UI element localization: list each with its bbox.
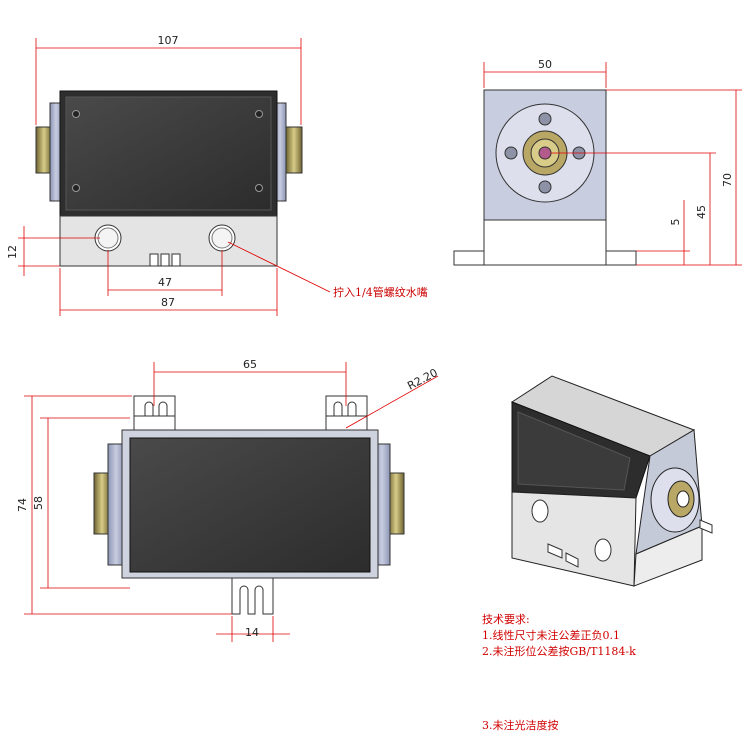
top-overall-label: 74 <box>16 498 29 512</box>
top-dimensions <box>24 362 439 642</box>
notes-line-1: 1.线性尺寸未注公差正负0.1 <box>482 629 620 642</box>
front-width-label: 107 <box>158 34 179 47</box>
front-height-label: 12 <box>6 245 19 259</box>
right-fitting <box>285 126 303 174</box>
front-body-panel <box>65 96 272 211</box>
side-height-label: 70 <box>721 173 734 187</box>
notes-line-3: 3.未注光洁度按 <box>482 719 559 732</box>
top-slot-pitch-label: 65 <box>243 358 257 371</box>
side-base-label: 5 <box>669 219 682 226</box>
top-slot-width-label: 14 <box>245 626 259 639</box>
notes-title: 技术要求: <box>482 613 530 626</box>
top-body-label: 58 <box>32 496 45 510</box>
iso-base-face <box>511 491 637 587</box>
top-body <box>129 437 371 573</box>
technical-requirements: 技术要求: 1.线性尺寸未注公差正负0.1 2.未注形位公差按GB/T1184-… <box>482 612 636 660</box>
notes-line-2: 2.未注形位公差按GB/T1184-k <box>482 645 636 658</box>
top-radius-label: R2.20 <box>405 366 439 393</box>
side-base-block <box>483 217 607 266</box>
top-bottom-mount-tab <box>231 577 274 615</box>
top-left-mount-tab <box>133 395 176 419</box>
side-dimensions <box>483 62 742 266</box>
side-bore <box>538 146 552 160</box>
side-center-height-label: 45 <box>695 205 708 219</box>
front-thread-callout: 拧入1/4管螺纹水嘴 <box>333 285 428 299</box>
side-view <box>453 89 637 266</box>
front-view <box>35 90 303 267</box>
top-view <box>93 395 405 615</box>
isometric-view <box>510 375 713 587</box>
top-right-mount-tab <box>325 395 368 419</box>
front-base-width-label: 87 <box>161 296 175 309</box>
front-pitch-label: 47 <box>158 276 172 289</box>
iso-end-base <box>633 525 703 587</box>
front-dimensions <box>18 38 331 316</box>
side-width-label: 50 <box>538 58 552 71</box>
